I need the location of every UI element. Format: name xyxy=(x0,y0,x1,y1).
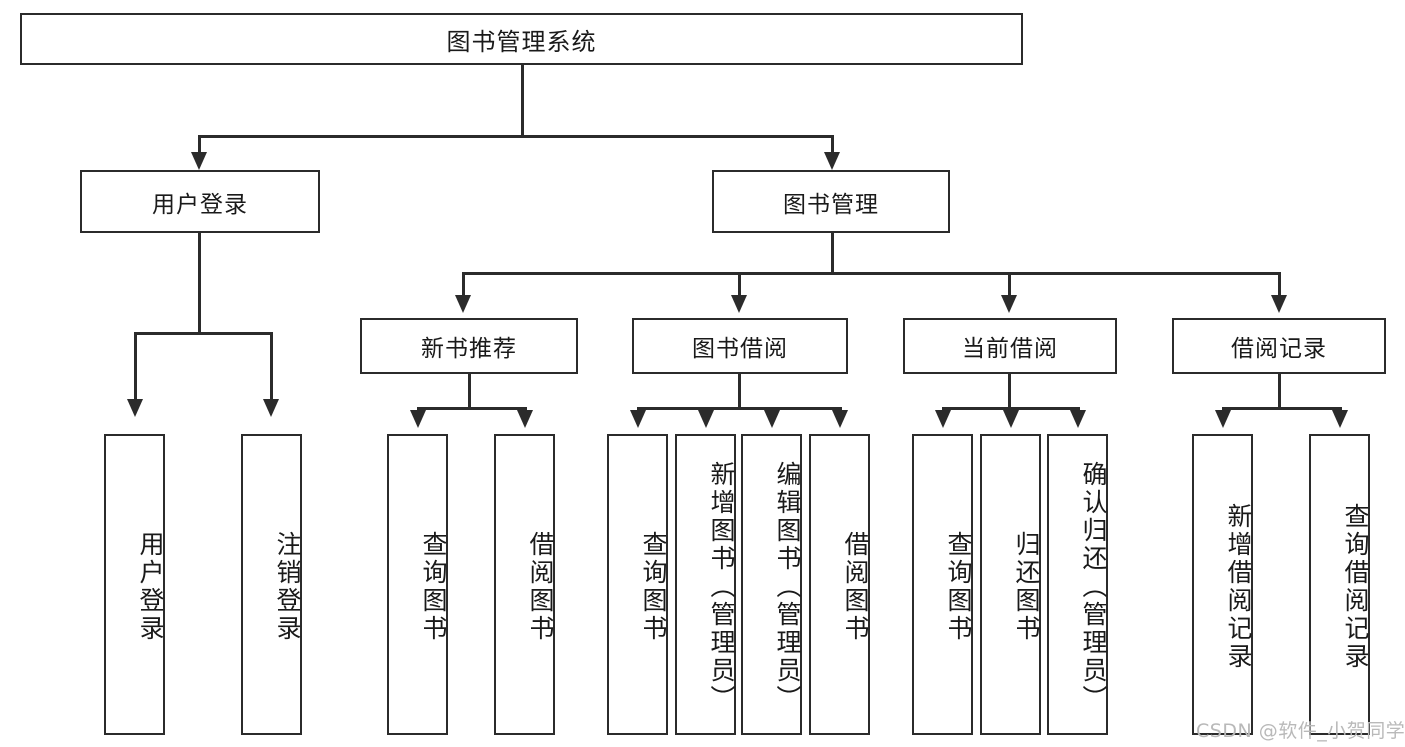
edge-nbr-stem xyxy=(468,374,471,410)
leaf-bb-edit-book[interactable]: 编辑图书（管理员） xyxy=(741,434,802,735)
leaf-cb-query-book[interactable]: 查询图书 xyxy=(912,434,973,735)
edge-root-to-book-manage xyxy=(831,135,834,157)
arrow-to-book-borrow xyxy=(731,295,747,313)
node-borrow-record-label: 借阅记录 xyxy=(1231,336,1327,362)
node-root-label: 图书管理系统 xyxy=(446,27,597,56)
edge-bb-stem xyxy=(738,374,741,410)
leaf-logout[interactable]: 注销登录 xyxy=(241,434,302,735)
edge-book-manage-stem xyxy=(831,233,834,274)
arrow-br-leaf-1 xyxy=(1215,410,1231,428)
leaf-nbr-query-book[interactable]: 查询图书 xyxy=(387,434,448,735)
edge-root-stem xyxy=(521,65,524,137)
node-user-login-label: 用户登录 xyxy=(152,191,248,218)
arrow-cb-leaf-2 xyxy=(1003,410,1019,428)
leaf-cb-confirm-return[interactable]: 确认归还（管理员） xyxy=(1047,434,1108,735)
arrow-to-new-book-recommend xyxy=(455,295,471,313)
arrow-nbr-leaf-1 xyxy=(410,410,426,428)
arrow-to-borrow-record xyxy=(1271,295,1287,313)
edge-br-stem xyxy=(1278,374,1281,410)
node-book-manage-label: 图书管理 xyxy=(783,191,879,218)
leaf-nbr-query-book-label: 查询图书 xyxy=(419,530,448,643)
edge-book-manage-bus xyxy=(462,272,1281,275)
arrow-br-leaf-2 xyxy=(1332,410,1348,428)
arrow-bb-leaf-3 xyxy=(764,410,780,428)
arrow-bb-leaf-2 xyxy=(698,410,714,428)
edge-user-login-drop-1 xyxy=(134,332,137,404)
leaf-br-query-record[interactable]: 查询借阅记录 xyxy=(1309,434,1370,735)
leaf-cb-query-book-label: 查询图书 xyxy=(944,530,973,643)
arrow-bb-leaf-4 xyxy=(832,410,848,428)
leaf-bb-edit-book-label: 编辑图书（管理员） xyxy=(773,460,802,713)
node-book-borrow[interactable]: 图书借阅 xyxy=(632,318,848,374)
node-book-manage[interactable]: 图书管理 xyxy=(712,170,950,233)
arrow-to-leaf-user-login xyxy=(127,399,143,417)
node-user-login[interactable]: 用户登录 xyxy=(80,170,320,233)
edge-br-bus xyxy=(1222,407,1342,410)
leaf-user-login-label: 用户登录 xyxy=(136,530,165,643)
arrow-nbr-leaf-2 xyxy=(517,410,533,428)
edge-bm-drop-3 xyxy=(1008,272,1011,300)
arrow-to-book-manage xyxy=(824,152,840,170)
node-borrow-record[interactable]: 借阅记录 xyxy=(1172,318,1386,374)
leaf-nbr-borrow-book[interactable]: 借阅图书 xyxy=(494,434,555,735)
arrow-to-current-borrow xyxy=(1001,295,1017,313)
leaf-cb-return-book[interactable]: 归还图书 xyxy=(980,434,1041,735)
node-book-borrow-label: 图书借阅 xyxy=(692,336,788,362)
edge-user-login-stem xyxy=(198,233,201,335)
edge-cb-stem xyxy=(1008,374,1011,410)
node-new-book-recommend[interactable]: 新书推荐 xyxy=(360,318,578,374)
leaf-nbr-borrow-book-label: 借阅图书 xyxy=(526,530,555,643)
node-root[interactable]: 图书管理系统 xyxy=(20,13,1023,65)
arrow-to-user-login xyxy=(191,152,207,170)
edge-bm-drop-1 xyxy=(462,272,465,300)
leaf-bb-query-book-label: 查询图书 xyxy=(639,530,668,643)
leaf-cb-confirm-return-label: 确认归还（管理员） xyxy=(1079,460,1108,713)
leaf-br-add-record-label: 新增借阅记录 xyxy=(1224,502,1253,671)
leaf-user-login[interactable]: 用户登录 xyxy=(104,434,165,735)
node-current-borrow-label: 当前借阅 xyxy=(962,336,1058,362)
leaf-bb-query-book[interactable]: 查询图书 xyxy=(607,434,668,735)
leaf-bb-borrow-book-label: 借阅图书 xyxy=(841,530,870,643)
csdn-watermark: CSDN @软件_小贺同学 xyxy=(1196,720,1405,742)
leaf-cb-return-book-label: 归还图书 xyxy=(1012,530,1041,643)
leaf-bb-add-book[interactable]: 新增图书（管理员） xyxy=(675,434,736,735)
node-new-book-recommend-label: 新书推荐 xyxy=(421,336,517,362)
arrow-cb-leaf-1 xyxy=(935,410,951,428)
leaf-br-add-record[interactable]: 新增借阅记录 xyxy=(1192,434,1253,735)
leaf-bb-add-book-label: 新增图书（管理员） xyxy=(707,460,736,713)
leaf-br-query-record-label: 查询借阅记录 xyxy=(1341,502,1370,671)
edge-user-login-bus xyxy=(134,332,273,335)
arrow-bb-leaf-1 xyxy=(630,410,646,428)
edge-root-bus xyxy=(198,135,834,138)
edge-bm-drop-2 xyxy=(738,272,741,300)
arrow-cb-leaf-3 xyxy=(1070,410,1086,428)
edge-bm-drop-4 xyxy=(1278,272,1281,300)
node-current-borrow[interactable]: 当前借阅 xyxy=(903,318,1117,374)
edge-nbr-bus xyxy=(417,407,527,410)
edge-root-to-user-login xyxy=(198,135,201,157)
edge-user-login-drop-2 xyxy=(270,332,273,404)
leaf-logout-label: 注销登录 xyxy=(273,530,302,643)
leaf-bb-borrow-book[interactable]: 借阅图书 xyxy=(809,434,870,735)
edge-bb-bus xyxy=(637,407,841,410)
arrow-to-leaf-logout xyxy=(263,399,279,417)
